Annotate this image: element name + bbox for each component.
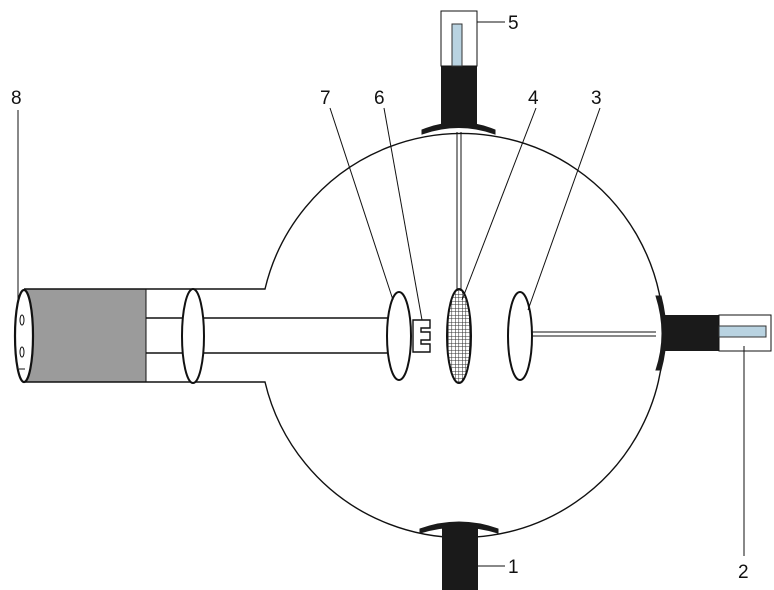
neck-tube [13,288,392,384]
leader-6 [383,107,423,321]
label-3: 3 [591,88,602,109]
right-connector-flange [655,295,667,371]
label-1: 1 [508,557,519,578]
labels: 8 7 6 4 3 5 1 2 [11,13,749,583]
label-2: 2 [738,562,749,583]
electrode-4-mesh [446,132,472,384]
bottom-connector-flange [419,521,499,534]
electrode-7-disc [386,291,412,381]
neck-ring [181,288,205,384]
leader-4 [461,107,537,301]
bottom-connector [419,521,499,590]
leader-3 [527,107,601,311]
pin-mark-top [19,314,25,326]
electrode-6-comb [412,319,431,353]
electrode-3-plate [507,291,656,381]
label-8: 8 [11,88,22,109]
leader-7 [329,107,394,301]
bottom-connector-body [442,526,478,590]
right-connector [655,295,772,371]
label-6: 6 [374,88,385,109]
right-connector-body [662,315,719,351]
top-connector-flange [421,122,496,135]
tube-end-cap [13,288,35,384]
top-connector-body [441,66,477,124]
cathode-window [24,289,146,382]
label-4: 4 [528,88,539,109]
leader-lines [17,21,745,567]
label-7: 7 [320,88,331,109]
right-terminal-metal [718,325,767,338]
label-5: 5 [508,13,519,34]
top-connector [421,10,496,135]
top-terminal-metal [451,23,463,67]
pin-mark-bottom [19,346,25,358]
